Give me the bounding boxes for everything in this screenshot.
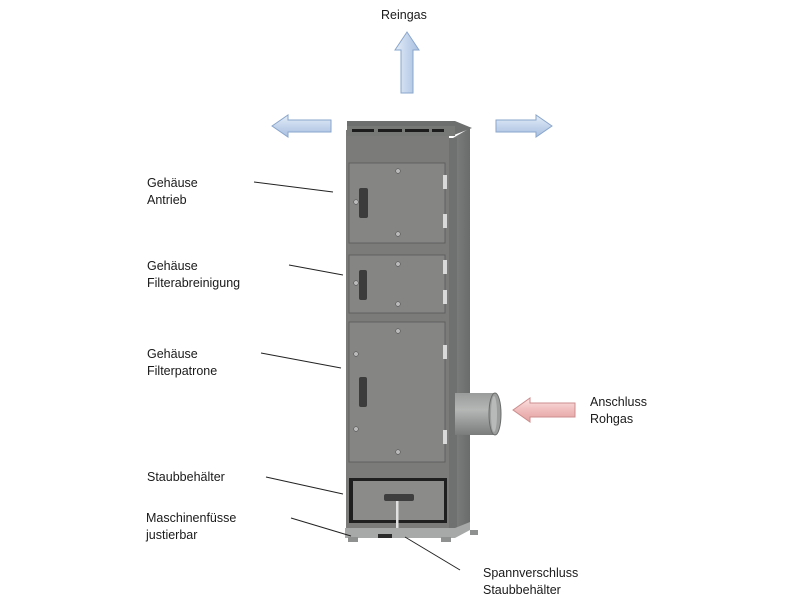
- leader-drive-housing: [253, 181, 334, 193]
- label-drive-housing: Gehäuse Antrieb: [147, 176, 198, 207]
- leader-lines: [253, 181, 461, 571]
- dust-collector-unit: [345, 121, 502, 542]
- door-handle-icon: [359, 188, 368, 218]
- raw-gas-arrow-left: [512, 397, 576, 423]
- door-filter-cleaning-housing: [348, 254, 447, 314]
- label-filter-cartridge-housing: Gehäuse Filterpatrone: [147, 347, 218, 378]
- label-adjustable-feet: Maschinenfüsse justierbar: [146, 511, 237, 542]
- screw-icon: [395, 231, 401, 237]
- door-drive-housing: [348, 162, 447, 244]
- leader-feet: [290, 517, 352, 537]
- label-raw-gas-inlet: Anschluss Rohgas: [590, 395, 647, 426]
- label-filter-cleaning-housing: Gehäuse Filterabreinigung: [147, 259, 241, 290]
- clean-gas-arrow-up: [394, 31, 420, 94]
- adjustable-feet: [348, 530, 478, 542]
- bin-handle-icon: [384, 494, 414, 501]
- raw-gas-inlet-pipe: [455, 392, 502, 436]
- leader-dust-bin: [265, 476, 344, 495]
- clean-gas-arrow-left: [271, 114, 332, 138]
- label-tension-lock: Spannverschluss Staubbehälter: [483, 566, 579, 597]
- door-handle-icon: [359, 377, 367, 407]
- tension-lock-rod: [396, 501, 399, 531]
- leader-filter-cleaning: [288, 264, 344, 276]
- screw-icon: [395, 168, 401, 174]
- label-dust-bin: Staubbehälter: [147, 470, 225, 484]
- vent-slots: [352, 129, 444, 132]
- leader-filter-cartridge: [260, 352, 342, 369]
- clean-gas-arrow-right: [495, 114, 553, 138]
- door-handle-icon: [359, 270, 367, 300]
- dust-bin: [349, 478, 447, 531]
- door-filter-cartridge-housing: [348, 321, 447, 463]
- leader-tension-lock: [404, 536, 461, 571]
- title-clean-gas: Reingas: [381, 8, 427, 22]
